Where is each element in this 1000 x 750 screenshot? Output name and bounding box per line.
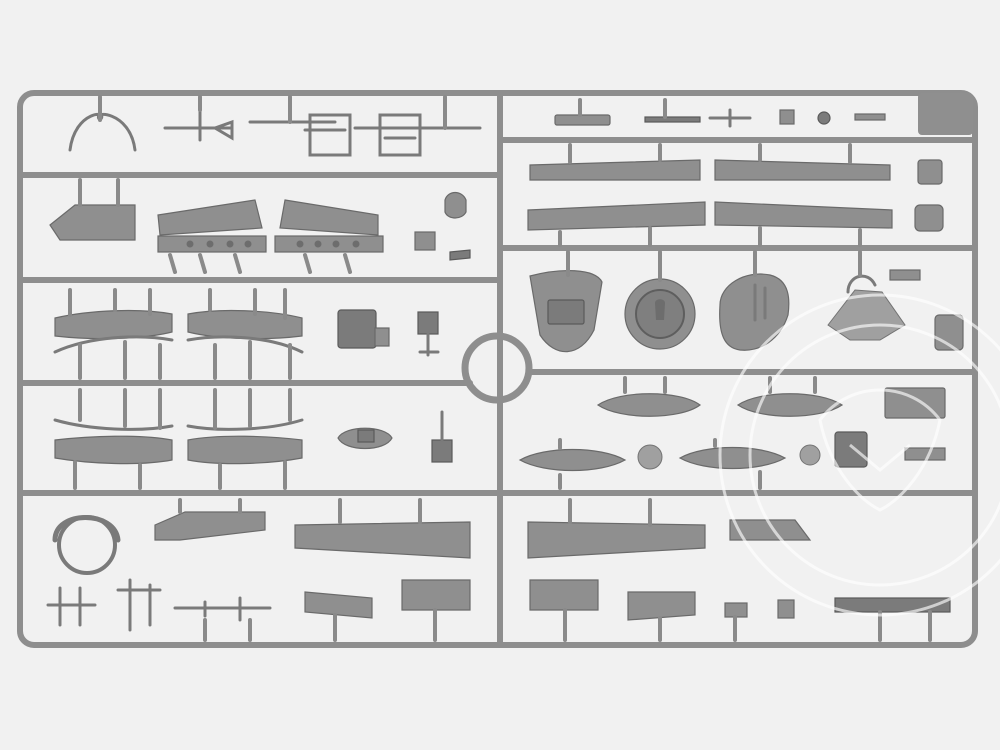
parts-row-4-left — [53, 388, 453, 490]
parts-row-3-right — [529, 250, 964, 353]
parts-row-1-right — [554, 98, 886, 128]
seal-watermark — [718, 293, 1000, 617]
parts-row-2-left — [49, 178, 471, 274]
parts-row-2-right — [527, 143, 944, 247]
sprue-tab — [918, 93, 973, 135]
parts-row-3-left — [53, 288, 440, 380]
sprue-frame — [17, 90, 978, 648]
parts-row-4-right — [518, 376, 946, 490]
sprue-hub-ring — [461, 332, 533, 404]
parts-row-5-left — [46, 498, 471, 642]
parts-row-1-left — [68, 95, 482, 157]
